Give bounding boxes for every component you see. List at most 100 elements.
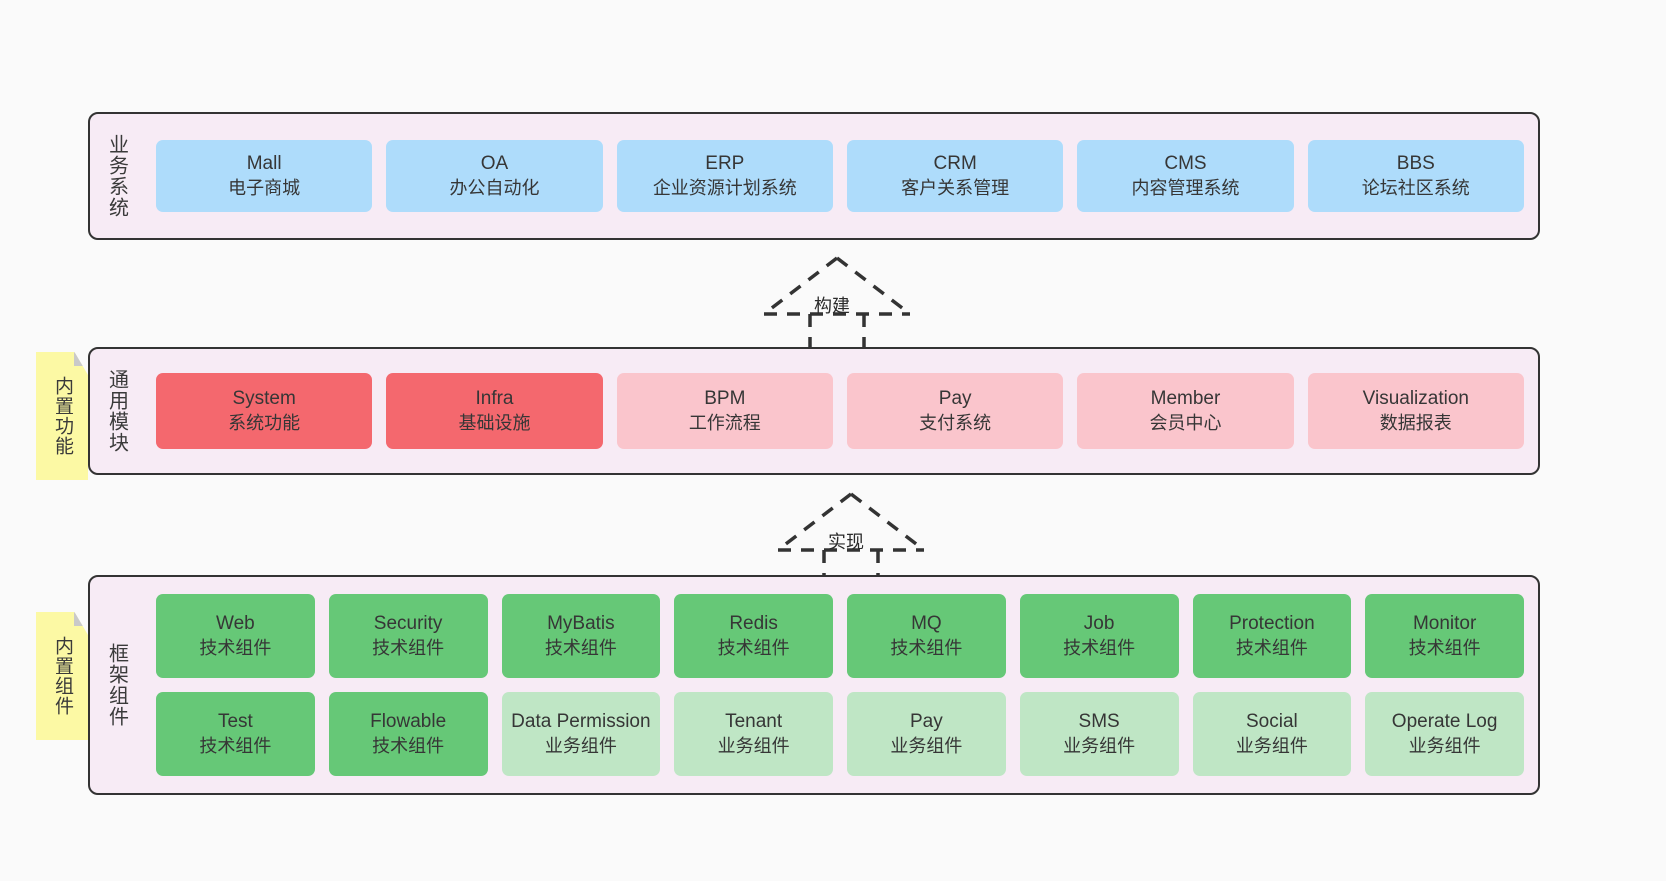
- component-card-web[interactable]: Web 技术组件: [156, 594, 315, 678]
- card-title: Test: [217, 711, 253, 733]
- component-card-social[interactable]: Social 业务组件: [1192, 692, 1352, 776]
- card-title: System: [232, 388, 296, 410]
- card-title: Pay: [938, 388, 972, 410]
- card-title: Infra: [475, 388, 514, 410]
- card-title: Tenant: [725, 711, 783, 733]
- card-subtitle: 技术组件: [1408, 637, 1481, 658]
- framework-business-row: Test 技术组件 Flowable 技术组件 Data Permission …: [156, 692, 1524, 776]
- component-card-mybatis[interactable]: MyBatis 技术组件: [501, 594, 661, 678]
- card-subtitle: 内容管理系统: [1131, 177, 1240, 198]
- card-title: Flowable: [370, 711, 447, 733]
- layer-framework-label: 框架组件: [105, 643, 128, 727]
- card-subtitle: 基础设施: [458, 412, 531, 433]
- component-card-security[interactable]: Security 技术组件: [328, 594, 488, 678]
- module-card-system[interactable]: System 系统功能: [156, 373, 373, 449]
- module-card-pay[interactable]: Pay 支付系统: [846, 373, 1064, 449]
- card-subtitle: 技术组件: [199, 637, 272, 658]
- layer-framework-components: 框架组件 Web 技术组件 Security 技术组件 MyBatis 技术组件…: [88, 575, 1540, 795]
- card-subtitle: 技术组件: [1063, 637, 1136, 658]
- business-card-mall[interactable]: Mall 电子商城: [156, 140, 373, 212]
- card-subtitle: 技术组件: [1235, 637, 1308, 658]
- card-subtitle: 业务组件: [1235, 735, 1308, 756]
- card-title: ERP: [705, 153, 745, 175]
- card-subtitle: 客户关系管理: [901, 177, 1010, 198]
- card-subtitle: 技术组件: [544, 637, 617, 658]
- component-card-pay[interactable]: Pay 业务组件: [847, 692, 1006, 776]
- component-card-operate-log[interactable]: Operate Log 业务组件: [1365, 692, 1524, 776]
- business-card-cms[interactable]: CMS 内容管理系统: [1077, 140, 1294, 212]
- card-title: Redis: [729, 613, 778, 635]
- card-subtitle: 技术组件: [199, 735, 272, 756]
- component-card-mq[interactable]: MQ 技术组件: [847, 594, 1006, 678]
- card-subtitle: 业务组件: [1063, 735, 1136, 756]
- card-title: CRM: [933, 153, 977, 175]
- card-title: Visualization: [1362, 388, 1469, 410]
- component-card-tenant[interactable]: Tenant 业务组件: [674, 692, 833, 776]
- card-title: Social: [1246, 711, 1298, 733]
- card-title: BBS: [1396, 153, 1435, 175]
- card-subtitle: 办公自动化: [449, 177, 540, 198]
- card-subtitle: 业务组件: [1408, 735, 1481, 756]
- card-title: Protection: [1229, 613, 1315, 635]
- connector-implement-arrow: 实现: [766, 488, 936, 588]
- component-card-redis[interactable]: Redis 技术组件: [674, 594, 833, 678]
- card-title: MyBatis: [547, 613, 615, 635]
- component-card-flowable[interactable]: Flowable 技术组件: [328, 692, 488, 776]
- note-builtin-features-text: 内置功能: [51, 376, 73, 456]
- component-card-sms[interactable]: SMS 业务组件: [1019, 692, 1179, 776]
- card-title: Operate Log: [1391, 711, 1498, 733]
- card-title: Pay: [910, 711, 943, 733]
- common-card-row: System 系统功能 Infra 基础设施 BPM 工作流程 Pay 支付系统…: [156, 373, 1524, 449]
- connector-implement-label: 实现: [828, 532, 864, 552]
- card-title: OA: [480, 153, 509, 175]
- connector-build-label: 构建: [814, 296, 850, 316]
- card-title: Monitor: [1412, 613, 1477, 635]
- framework-tech-row: Web 技术组件 Security 技术组件 MyBatis 技术组件 Redi…: [156, 594, 1524, 678]
- card-subtitle: 数据报表: [1379, 412, 1452, 433]
- card-subtitle: 技术组件: [372, 637, 445, 658]
- card-subtitle: 系统功能: [228, 412, 301, 433]
- business-card-bbs[interactable]: BBS 论坛社区系统: [1307, 140, 1524, 212]
- card-title: BPM: [704, 388, 746, 410]
- card-title: MQ: [911, 613, 942, 635]
- card-subtitle: 业务组件: [544, 735, 617, 756]
- layer-common-modules: 通用模块 System 系统功能 Infra 基础设施 BPM 工作流程 Pay…: [88, 347, 1540, 475]
- component-card-monitor[interactable]: Monitor 技术组件: [1365, 594, 1524, 678]
- connector-build-arrow: 构建: [752, 252, 922, 352]
- layer-common-label: 通用模块: [105, 369, 128, 453]
- business-card-row: Mall 电子商城 OA 办公自动化 ERP 企业资源计划系统 CRM 客户关系…: [156, 140, 1524, 212]
- card-subtitle: 技术组件: [890, 637, 963, 658]
- card-subtitle: 会员中心: [1149, 412, 1222, 433]
- card-title: Job: [1083, 613, 1115, 635]
- card-subtitle: 论坛社区系统: [1361, 177, 1470, 198]
- card-title: Mall: [246, 153, 282, 175]
- business-card-oa[interactable]: OA 办公自动化: [386, 140, 603, 212]
- card-subtitle: 技术组件: [717, 637, 790, 658]
- card-title: SMS: [1078, 711, 1120, 733]
- module-card-member[interactable]: Member 会员中心: [1077, 373, 1294, 449]
- card-title: CMS: [1164, 153, 1207, 175]
- layer-business-systems: 业务系统 Mall 电子商城 OA 办公自动化 ERP 企业资源计划系统 CRM…: [88, 112, 1540, 240]
- component-card-job[interactable]: Job 技术组件: [1019, 594, 1179, 678]
- component-card-data-permission[interactable]: Data Permission 业务组件: [501, 692, 661, 776]
- layer-business-label: 业务系统: [105, 134, 128, 218]
- card-subtitle: 业务组件: [890, 735, 963, 756]
- card-subtitle: 电子商城: [228, 177, 301, 198]
- card-subtitle: 业务组件: [717, 735, 790, 756]
- card-subtitle: 企业资源计划系统: [652, 177, 797, 198]
- module-card-infra[interactable]: Infra 基础设施: [386, 373, 603, 449]
- business-card-crm[interactable]: CRM 客户关系管理: [846, 140, 1064, 212]
- card-title: Member: [1150, 388, 1221, 410]
- layer-business-body: Mall 电子商城 OA 办公自动化 ERP 企业资源计划系统 CRM 客户关系…: [142, 114, 1538, 238]
- card-title: Data Permission: [511, 711, 651, 733]
- note-builtin-components-text: 内置组件: [51, 636, 73, 716]
- business-card-erp[interactable]: ERP 企业资源计划系统: [616, 140, 833, 212]
- module-card-bpm[interactable]: BPM 工作流程: [616, 373, 833, 449]
- card-subtitle: 支付系统: [919, 412, 992, 433]
- note-builtin-components: 内置组件: [36, 612, 88, 740]
- component-card-test[interactable]: Test 技术组件: [156, 692, 315, 776]
- module-card-visualization[interactable]: Visualization 数据报表: [1307, 373, 1524, 449]
- component-card-protection[interactable]: Protection 技术组件: [1192, 594, 1352, 678]
- note-builtin-features: 内置功能: [36, 352, 88, 480]
